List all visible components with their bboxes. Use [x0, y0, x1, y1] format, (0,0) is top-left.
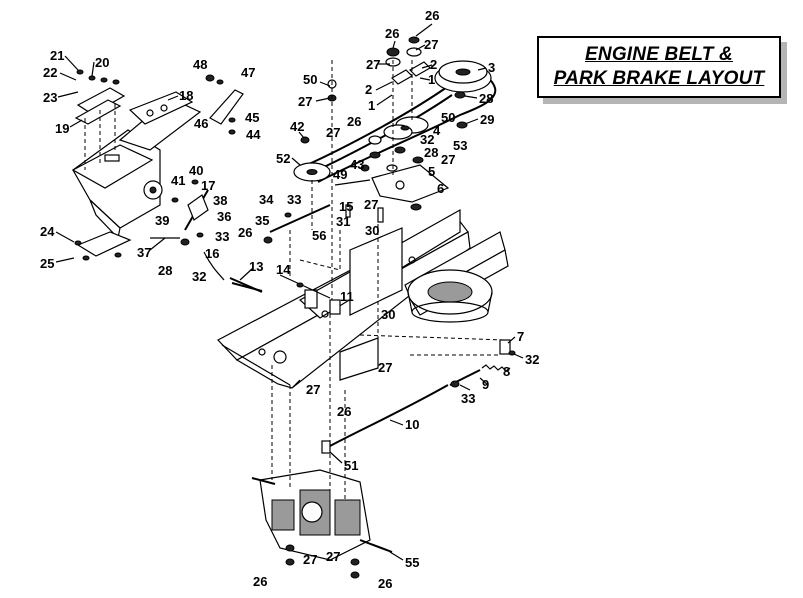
callout-label-33: 33 [287, 192, 302, 207]
callout-label-27: 27 [298, 94, 313, 109]
callout-label-26: 26 [385, 26, 400, 41]
main-frame [217, 208, 509, 389]
callout-label-30: 30 [381, 307, 396, 322]
callout-label-27: 27 [366, 57, 381, 72]
callout-label-35: 35 [255, 213, 270, 228]
callout-label-23: 23 [43, 90, 58, 105]
callout-label-2: 2 [365, 82, 373, 97]
brake-linkage [150, 179, 331, 293]
callout-label-8: 8 [503, 364, 511, 379]
callout-label-1: 1 [428, 72, 436, 87]
title-line-2: PARK BRAKE LAYOUT [553, 68, 765, 89]
callout-label-30: 30 [365, 223, 380, 238]
callout-label-4: 4 [433, 123, 441, 138]
callout-label-22: 22 [43, 65, 58, 80]
callout-label-53: 53 [453, 138, 468, 153]
callout-label-26: 26 [253, 574, 268, 589]
callout-label-17: 17 [201, 178, 216, 193]
callout-label-50: 50 [303, 72, 318, 87]
callout-label-46: 46 [194, 116, 209, 131]
callout-leaders [55, 23, 524, 561]
callout-label-9: 9 [482, 377, 490, 392]
callout-label-43: 43 [350, 157, 365, 172]
callout-label-5: 5 [428, 164, 436, 179]
callout-label-28: 28 [479, 91, 494, 106]
callout-label-13: 13 [249, 259, 264, 274]
callout-label-36: 36 [217, 209, 232, 224]
callout-label-48: 48 [193, 57, 208, 72]
callout-label-10: 10 [405, 417, 420, 432]
callout-label-40: 40 [189, 163, 204, 178]
brake-rod [231, 274, 331, 299]
callout-label-32: 32 [525, 352, 540, 367]
callout-label-11: 11 [340, 289, 354, 304]
callout-label-39: 39 [155, 213, 170, 228]
callout-label-38: 38 [213, 193, 228, 208]
callout-label-49: 49 [333, 167, 348, 182]
pedal-housing [71, 69, 202, 261]
assembly-guide-lines [271, 60, 506, 520]
callout-label-33: 33 [215, 229, 230, 244]
callout-label-3: 3 [488, 60, 496, 75]
diagram-title-box: ENGINE BELT & PARK BRAKE LAYOUT [537, 36, 781, 98]
callout-label-50: 50 [441, 110, 456, 125]
callout-label-26: 26 [378, 576, 393, 591]
callout-label-56: 56 [312, 228, 327, 243]
callout-label-41: 41 [171, 173, 186, 188]
callout-label-34: 34 [259, 192, 274, 207]
callout-label-25: 25 [40, 256, 55, 271]
callout-label-45: 45 [245, 110, 260, 125]
callout-label-2: 2 [430, 57, 438, 72]
callout-label-14: 14 [276, 262, 291, 277]
callout-label-31: 31 [336, 214, 351, 229]
title-line-1: ENGINE BELT & [585, 44, 733, 65]
callout-label-16: 16 [205, 246, 220, 261]
callout-label-47: 47 [241, 65, 256, 80]
callout-label-28: 28 [424, 145, 439, 160]
transaxle [251, 469, 393, 579]
callout-label-32: 32 [192, 269, 207, 284]
callout-label-27: 27 [326, 549, 341, 564]
callout-label-27: 27 [303, 552, 318, 567]
callout-label-27: 27 [441, 152, 456, 167]
callout-label-18: 18 [179, 88, 194, 103]
callout-label-19: 19 [55, 121, 70, 136]
callout-label-24: 24 [40, 224, 55, 239]
callout-label-33: 33 [461, 391, 476, 406]
callout-label-27: 27 [326, 125, 341, 140]
callout-label-1: 1 [368, 98, 376, 113]
callout-label-27: 27 [378, 360, 393, 375]
callout-label-28: 28 [158, 263, 173, 278]
callout-label-7: 7 [517, 329, 525, 344]
engine-belt [293, 60, 497, 203]
callout-label-6: 6 [437, 181, 445, 196]
callout-label-32: 32 [420, 132, 435, 147]
callout-label-20: 20 [95, 55, 110, 70]
callout-label-26: 26 [238, 225, 253, 240]
callout-label-27: 27 [424, 37, 439, 52]
callout-label-27: 27 [364, 197, 379, 212]
brake-cable [321, 339, 516, 454]
callout-label-37: 37 [137, 245, 152, 260]
callout-label-15: 15 [339, 199, 354, 214]
callout-label-52: 52 [276, 151, 291, 166]
callout-label-29: 29 [480, 112, 495, 127]
callout-label-42: 42 [290, 119, 305, 134]
park-brake-lever [205, 74, 244, 135]
callout-label-26: 26 [347, 114, 362, 129]
callout-label-27: 27 [306, 382, 321, 397]
callout-label-26: 26 [425, 8, 440, 23]
callout-label-51: 51 [344, 458, 359, 473]
callout-label-26: 26 [337, 404, 352, 419]
hardware-stack [300, 36, 468, 223]
callout-label-44: 44 [246, 127, 261, 142]
callout-label-21: 21 [50, 48, 65, 63]
callout-label-55: 55 [405, 555, 420, 570]
